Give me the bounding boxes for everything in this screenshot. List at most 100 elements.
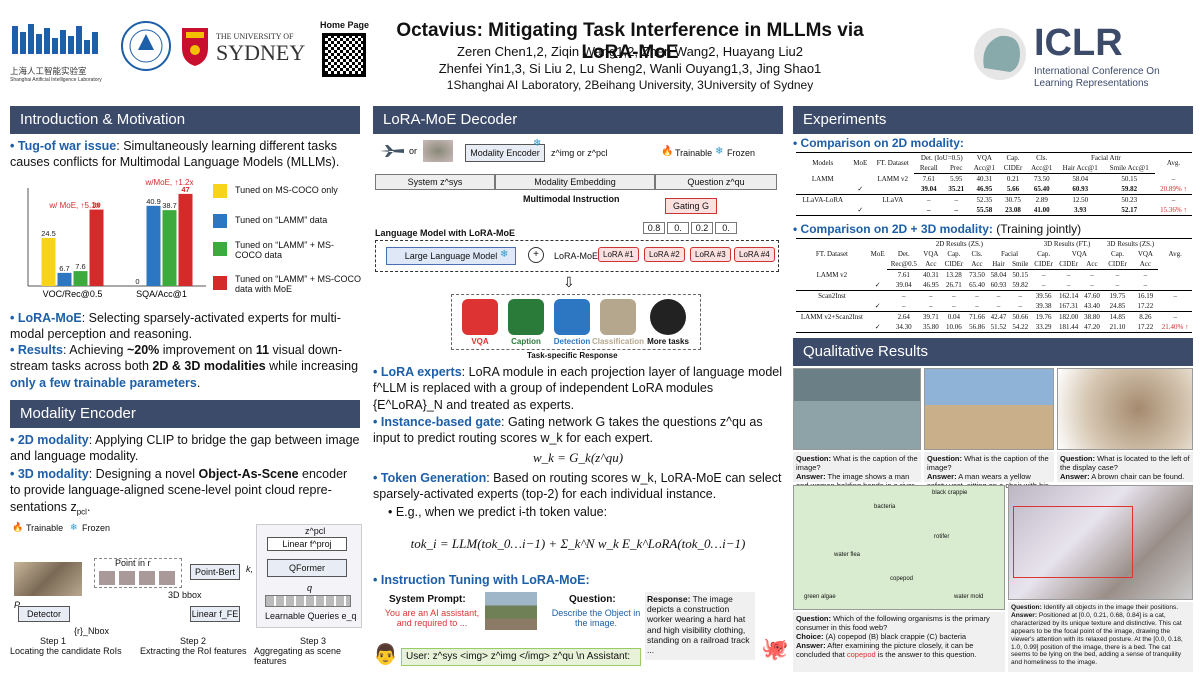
t2-cell-4-12: 8.26 bbox=[1139, 313, 1152, 321]
user-avatar-icon: 👨 bbox=[373, 644, 398, 666]
iclr-sub2: Learning Representations bbox=[1034, 78, 1149, 89]
chart-annotation-0: w/ MoE, ↑5.1x bbox=[48, 201, 99, 210]
t2-cell-2-3: – bbox=[929, 292, 933, 300]
decoder-diagram: or Modality Encoder ❄ z^img or z^pcl 🔥 T… bbox=[373, 138, 783, 360]
t2-cell-0-10: – bbox=[1090, 271, 1094, 279]
fw-label-4: rotifer bbox=[934, 534, 950, 540]
step1-desc: Locating the candidate RoIs bbox=[10, 646, 122, 656]
legend-swatch-blue bbox=[213, 214, 227, 228]
t1-h-det: Det. (IoU=0.5) bbox=[914, 152, 970, 163]
authors-line1: Zeren Chen1,2, Ziqin Wang1,2, Zhen Wang2… bbox=[457, 44, 803, 59]
t1-cell-0-2: LAMM v2 bbox=[877, 174, 908, 183]
t1-cell-3-6: 23.08 bbox=[999, 205, 1027, 216]
sydney-the: THE UNIVERSITY OF bbox=[216, 32, 294, 41]
bar-label-0-0: 24.5 bbox=[41, 229, 56, 238]
t1-sh-5: Hair Acc@1 bbox=[1056, 163, 1104, 174]
t2-cell-3-0 bbox=[796, 301, 868, 312]
zpcl-label: z^pcl bbox=[305, 526, 326, 536]
bar-label-1-3: 47 bbox=[181, 185, 189, 194]
loramoe-label: LoRA-MoE bbox=[554, 251, 599, 261]
t2-cell-4-5: 71.66 bbox=[969, 313, 985, 321]
task-response-label: Task-specific Response bbox=[527, 351, 618, 360]
t2-cell-0-0: LAMM v2 bbox=[816, 270, 848, 279]
modality-encoder-box: Modality Encoder bbox=[465, 144, 545, 162]
t2-h-avg: Avg. bbox=[1158, 238, 1192, 270]
t2-cell-5-5: 56.86 bbox=[966, 322, 988, 333]
t2-cell-1-7: 59.82 bbox=[1009, 280, 1032, 291]
t2-cell-1-0 bbox=[796, 280, 868, 291]
roi-crops bbox=[99, 571, 179, 585]
t2-cell-5-10: 47.20 bbox=[1081, 322, 1103, 333]
t2-h2-6: CIDEr bbox=[1031, 259, 1056, 270]
t2-cell-5-4: 10.06 bbox=[941, 322, 967, 333]
step3-title: Step 3 bbox=[300, 636, 327, 646]
lora-moe-bullet: • LoRA-MoE: Selecting sparsely-activated… bbox=[10, 311, 341, 342]
shlab-sub: Shanghai Artificial Intelligence Laborat… bbox=[10, 77, 102, 83]
t2-cell-1-12: – bbox=[1132, 280, 1159, 291]
t2-cell-3-8: 39.38 bbox=[1031, 301, 1056, 312]
shlab-name: 上海人工智能实验室 bbox=[10, 66, 87, 76]
t1-sh-0: Recall bbox=[914, 163, 944, 174]
q-label: q bbox=[307, 583, 313, 593]
x-tick-0: VOC/Rec@0.5 bbox=[43, 289, 103, 299]
t1-cell-2-5: 52.35 bbox=[976, 196, 993, 204]
t2-h1-7: Cap. bbox=[1111, 250, 1125, 258]
qual-qa-5: Question: Identify all objects in the im… bbox=[1008, 602, 1193, 672]
t2-h2-1: Acc bbox=[920, 259, 942, 270]
t2-cell-0-6: 58.04 bbox=[990, 271, 1007, 279]
t2-cell-3-10: 43.40 bbox=[1081, 301, 1103, 312]
detector-box: Detector bbox=[18, 606, 70, 622]
intro-heading: Introduction & Motivation bbox=[10, 106, 360, 132]
t2-cell-4-10: 38.80 bbox=[1084, 313, 1100, 321]
t1-cell-1-5: 46.95 bbox=[969, 184, 1000, 195]
t2-cell-4-1 bbox=[868, 312, 888, 323]
t1-cell-3-2 bbox=[871, 205, 915, 216]
question-label: Question: bbox=[569, 594, 616, 605]
trainable-label: Trainable bbox=[26, 523, 64, 533]
t2-cell-1-3: 46.95 bbox=[920, 280, 942, 291]
x-tick-1: SQA/Acc@1 bbox=[136, 289, 187, 299]
snowflake-icon: ❄ bbox=[533, 138, 542, 149]
t2-cell-0-13 bbox=[1158, 270, 1192, 281]
qual-qa-4: Question: Which of the following organis… bbox=[793, 612, 1005, 672]
iclr-sub1: International Conference On bbox=[1034, 66, 1160, 77]
sydney-name: SYDNEY bbox=[216, 40, 306, 65]
t2-h2-4: Hair bbox=[987, 259, 1010, 270]
t2-h2-0: Rec@0.5 bbox=[887, 259, 921, 270]
t1-cell-3-10: 15.36% ↑ bbox=[1154, 205, 1192, 216]
t1-sh-4: Acc@1 bbox=[1026, 163, 1057, 174]
token-generation-bullet: • Token Generation: Based on routing sco… bbox=[373, 471, 782, 502]
t2-cell-0-7: 50.15 bbox=[1012, 271, 1029, 279]
t2-cell-5-0 bbox=[796, 322, 868, 333]
qr-code-icon[interactable] bbox=[322, 33, 366, 77]
t1-cell-1-6: 5.66 bbox=[999, 184, 1027, 195]
t1-cell-1-2 bbox=[871, 184, 915, 195]
t2-h1-8: VQA bbox=[1137, 250, 1153, 258]
t1-sh-3: CIDEr bbox=[999, 163, 1027, 174]
iclr-name: ICLR bbox=[1034, 22, 1123, 64]
t2-cell-5-7: 54.22 bbox=[1009, 322, 1032, 333]
t2-cell-3-11: 24.85 bbox=[1102, 301, 1133, 312]
linear-proj-box: Linear f^proj bbox=[267, 537, 347, 551]
t2-cell-2-10: 47.60 bbox=[1084, 292, 1100, 300]
t2-cell-0-4: 13.28 bbox=[946, 271, 962, 279]
t1-cell-2-0: LLaVA-LoRA bbox=[802, 196, 844, 204]
t2-h1-0: Det. bbox=[897, 250, 910, 258]
t1-cell-2-7: 2.89 bbox=[1035, 196, 1048, 204]
t2-cell-1-11: – bbox=[1102, 280, 1133, 291]
gate-scores: 0.8 0. 0.2 0. bbox=[643, 222, 743, 236]
t2-cell-5-2: 34.30 bbox=[887, 322, 921, 333]
question-token-box: Question z^qu bbox=[655, 174, 777, 190]
qual-qa-1: Question: What is the caption of the ima… bbox=[793, 452, 921, 490]
bar-label-0-1: 6.7 bbox=[59, 264, 69, 273]
caption-task-label: Caption bbox=[511, 337, 541, 346]
t1-cell-1-3: 39.04 bbox=[914, 184, 944, 195]
airplane-icon bbox=[380, 145, 404, 157]
affiliations: 1Shanghai AI Laboratory, 2Beihang Univer… bbox=[446, 78, 814, 92]
t1-cell-2-4: – bbox=[954, 196, 958, 204]
